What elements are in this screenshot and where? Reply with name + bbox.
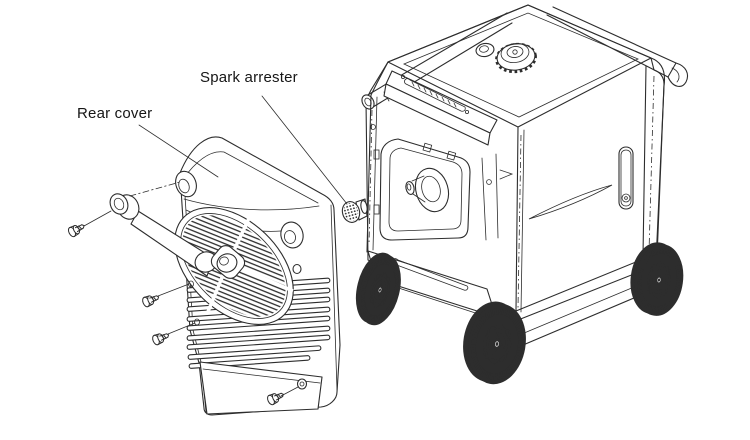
generator-body	[358, 4, 689, 374]
screw	[66, 220, 87, 239]
left-corner-post	[366, 61, 389, 253]
wheel-right	[635, 252, 678, 306]
exhaust-outlet-tube	[109, 193, 246, 279]
label-spark-arrester: Spark arrester	[200, 69, 298, 86]
screw	[140, 291, 161, 309]
muffler	[405, 167, 450, 213]
wheel-front-left	[358, 262, 399, 317]
side-panel	[528, 146, 634, 220]
fuel-filler-cap	[495, 42, 537, 74]
muffler-recess	[373, 138, 471, 241]
right-corner-post	[642, 57, 665, 259]
body-seam	[515, 126, 525, 313]
carry-handle-right	[546, 6, 689, 87]
mounting-screws	[66, 181, 299, 407]
mount-bosses	[175, 170, 308, 390]
leader-lines	[138, 95, 348, 205]
front-ledge	[383, 70, 498, 146]
label-rear-cover: Rear cover	[77, 105, 153, 122]
screw	[150, 329, 171, 347]
rear-cover-part	[109, 136, 341, 416]
tank-vent-cap	[475, 42, 495, 58]
spark-arrester-part	[341, 198, 368, 223]
cover-latch-bracket	[481, 153, 514, 241]
wheel-center	[468, 312, 520, 374]
